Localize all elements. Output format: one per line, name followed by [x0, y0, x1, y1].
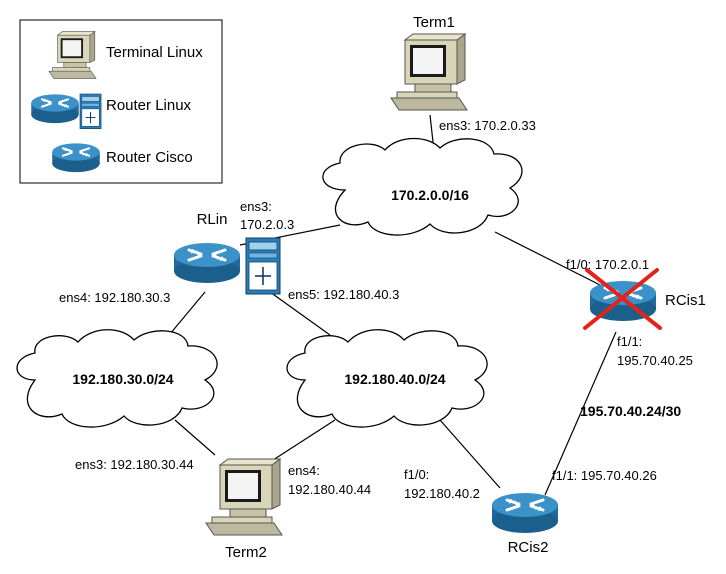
network-label-192-30: 192.180.30.0/24	[72, 371, 173, 387]
term2-node: Term2 ens3: 192.180.30.44 ens4: 192.180.…	[75, 457, 371, 561]
rcis1-node: RCis1 f1/0: 170.2.0.1 f1/1: 195.70.40.25	[566, 257, 706, 368]
link-rlin-net40	[269, 291, 331, 336]
router-icon	[490, 491, 560, 535]
rcis2-f10-ip: 192.180.40.2	[404, 486, 480, 501]
link-net170-rcis1	[494, 231, 611, 291]
link-net40-rcis2	[439, 419, 501, 489]
rlin-node: RLin ens3: 170.2.0.3 ens4: 192.180.30.3 …	[59, 199, 399, 305]
cloud-170: 170.2.0.0/16	[322, 137, 523, 236]
rlin-ens3-label: ens3:	[240, 199, 272, 214]
router-icon	[172, 241, 242, 285]
rlin-ens5: ens5: 192.180.40.3	[288, 287, 399, 302]
term2-name: Term2	[225, 544, 267, 561]
term1-ens3: ens3: 170.2.0.33	[439, 118, 536, 133]
rlin-ens4: ens4: 192.180.30.3	[59, 290, 170, 305]
network-label-192-40: 192.180.40.0/24	[344, 371, 445, 387]
rcis1-name: RCis1	[665, 292, 706, 309]
link-rcis1-rcis2	[544, 331, 617, 496]
rcis2-node: RCis2 f1/0: 192.180.40.2 f1/1: 195.70.40…	[404, 467, 657, 556]
rcis2-f11: f1/1: 195.70.40.26	[552, 468, 657, 483]
rcis1-f11-ip: 195.70.40.25	[617, 353, 693, 368]
legend: Terminal Linux Router Linux Router Cisco	[19, 19, 223, 184]
link-net40-term2	[269, 419, 336, 463]
network-label-170: 170.2.0.0/16	[391, 187, 469, 203]
rcis1-f11-label: f1/1:	[617, 334, 642, 349]
link-net30-term2	[174, 419, 216, 456]
rcis2-f10-label: f1/0:	[404, 467, 429, 482]
rlin-name: RLin	[197, 211, 228, 228]
term1-name: Term1	[413, 14, 455, 31]
legend-label-linux-router: Router Linux	[106, 97, 192, 114]
terminal-icon	[390, 33, 468, 111]
term2-ens4-ip: 192.180.40.44	[288, 482, 371, 497]
legend-label-terminal: Terminal Linux	[106, 44, 203, 61]
term1-node: Term1 ens3: 170.2.0.33	[390, 14, 536, 133]
failure-cross-icon	[583, 268, 662, 330]
cloud-192-30: 192.180.30.0/24	[16, 329, 218, 428]
server-icon	[245, 237, 281, 295]
term2-ens4-label: ens4:	[288, 463, 320, 478]
term2-ens3: ens3: 192.180.30.44	[75, 457, 194, 472]
network-label-wan: 195.70.40.24/30	[580, 403, 681, 419]
terminal-icon	[205, 458, 283, 536]
cloud-192-40: 192.180.40.0/24	[286, 329, 488, 428]
legend-label-cisco-router: Router Cisco	[106, 149, 193, 166]
cisco-router-icon	[51, 142, 101, 174]
rcis2-name: RCis2	[508, 539, 549, 556]
rcis1-f10: f1/0: 170.2.0.1	[566, 257, 649, 272]
rlin-ens3-ip: 170.2.0.3	[240, 217, 294, 232]
